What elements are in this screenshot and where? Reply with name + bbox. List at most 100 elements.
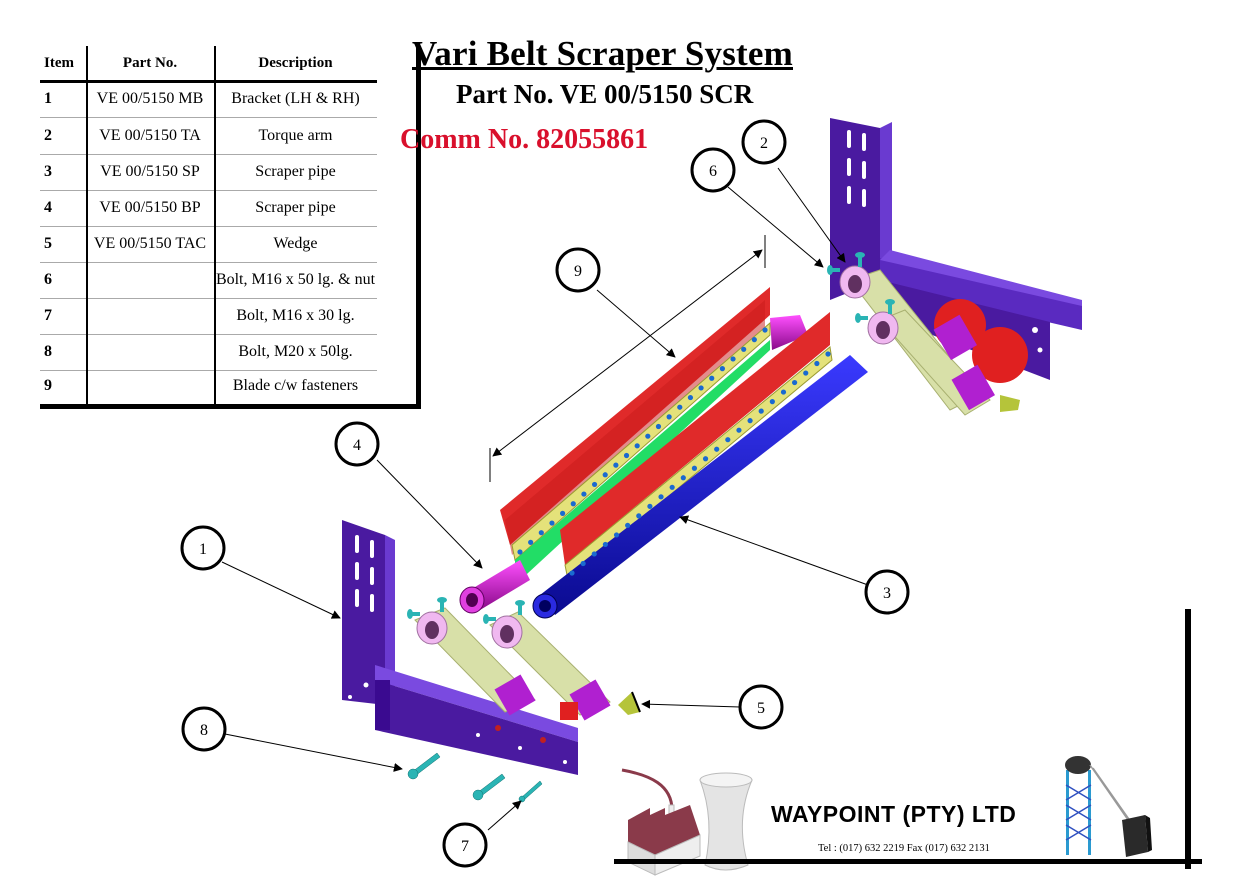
row-item: 3 [44,163,52,180]
row-part-no: VE 00/5150 SP [100,163,200,180]
svg-text:6: 6 [709,163,717,180]
torque-arm-lower [414,607,611,721]
blade-fastener [751,337,757,343]
frame-border-bottom [614,859,1202,864]
blade-fastener [634,443,640,449]
row-description: Blade c/w fasteners [232,377,359,394]
row-item: 4 [44,199,52,216]
blade-fastener [645,433,651,439]
header-description: Description [258,54,333,71]
blade-fastener [762,327,768,333]
blade-fastener [560,510,566,516]
row-description: Bolt, M16 x 30 lg. [236,307,355,324]
row-description: Bracket (LH & RH) [231,90,360,107]
blade-fastener [602,472,608,478]
company-name: WAYPOINT (PTY) LTD [771,801,1017,827]
row-part-no: VE 00/5150 TAC [93,235,207,252]
svg-text:8: 8 [200,722,208,739]
table-border-right [416,46,421,408]
blade-fastener [517,549,523,555]
blade-fastener [549,520,555,526]
blade-fastener [570,501,576,507]
table-row: 1 VE 00/5150 MB Bracket (LH & RH) [40,81,377,118]
callout-9: 9 [555,247,601,293]
svg-text:1: 1 [199,541,207,558]
blade-fastener [803,370,809,376]
row-description: Bolt, M16 x 50 lg. & nut [215,271,376,288]
row-item: 9 [44,377,52,394]
svg-text:7: 7 [461,838,469,855]
blade-fastener [538,530,544,536]
blade-fastener [669,484,675,490]
callout-7: 7 [442,822,488,868]
blade-fastener [814,360,820,367]
blade-fastener [730,356,736,362]
callouts: 1 2 3 4 5 6 7 8 9 [180,119,910,868]
callout-6: 6 [690,147,736,193]
table-row: 2 VE 00/5150 TA Torque arm [40,118,377,155]
table-divider [86,46,88,406]
torque-arm-upper [839,265,1028,416]
table-row: 8 Bolt, M20 x 50lg. [40,334,377,371]
row-description: Wedge [273,235,318,252]
row-item: 8 [44,343,52,360]
frame-border-right [1185,609,1191,869]
blade-fastener [736,427,742,433]
blade-fastener [623,452,630,459]
callout-4: 4 [334,421,380,467]
bolts-8-7 [407,752,543,803]
leader-lines [221,167,869,831]
table-row: 5 VE 00/5150 TAC Wedge [40,226,377,263]
drawing-title: Vari Belt Scraper System [412,34,793,73]
blade-fastener [591,551,597,557]
row-description: Scraper pipe [255,163,336,180]
header-part-no: Part No. [122,54,178,71]
bracket-lh [342,520,578,775]
svg-text:4: 4 [353,437,361,454]
blade-fastener [691,465,698,471]
blade-fastener [636,513,642,519]
blade-fastener [602,541,608,548]
comm-number: Comm No. 82055861 [400,124,649,155]
callout-5: 5 [738,684,784,730]
table-row: 3 VE 00/5150 SP Scraper pipe [40,154,377,191]
blade-fastener [569,570,575,576]
company-contact: Tel : (017) 632 2219 Fax (017) 632 2131 [818,843,990,854]
callout-8: 8 [181,706,227,752]
blade-assembly [459,287,868,619]
blade-fastener [625,522,631,528]
blade-fastener [719,366,725,372]
blade-fastener [666,414,672,420]
row-item: 7 [44,307,52,324]
row-part-no: VE 00/5150 MB [96,90,204,107]
blade-fastener [613,532,620,538]
blade-fastener [655,423,662,430]
svg-text:2: 2 [760,135,768,152]
table-row: 6 Bolt, M16 x 50 lg. & nut [40,262,377,299]
header-item: Item [44,54,74,71]
parts-table-header: Item Part No. Description [40,46,377,83]
table-row: 9 Blade c/w fasteners [40,368,377,404]
svg-text:3: 3 [883,585,891,602]
mine-headframe-icon [1065,756,1152,857]
parts-table: Item Part No. Description 1 VE 00/5150 M… [40,46,421,409]
blade-fastener [769,399,775,405]
blade-fastener [647,503,653,509]
row-description: Scraper pipe [255,199,336,216]
blade-fastener [825,351,831,357]
blade-fastener [792,379,798,386]
callout-3: 3 [864,569,910,615]
table-row: 4 VE 00/5150 BP Scraper pipe [40,190,377,227]
cooling-tower-icon [699,772,753,871]
row-description: Torque arm [258,127,333,144]
blade-fastener [680,475,686,481]
row-part-no: VE 00/5150 TA [99,127,201,144]
blade-fastener [714,446,720,452]
callout-1: 1 [180,525,226,571]
blade-fastener [580,560,586,567]
blade-fastener [698,385,704,391]
table-divider [214,46,216,406]
row-part-no: VE 00/5150 BP [99,199,201,216]
blade-fastener [741,346,747,352]
